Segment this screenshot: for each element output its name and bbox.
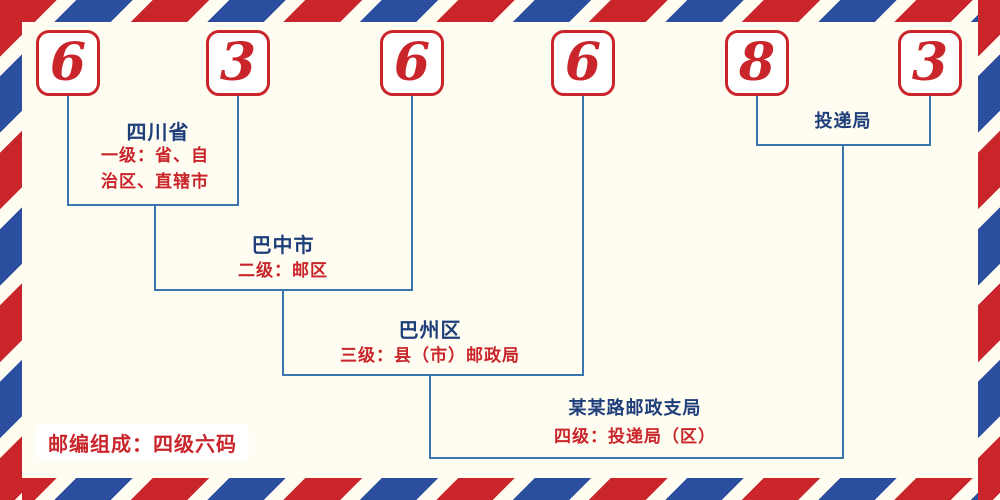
label-district-name: 巴州区 xyxy=(398,318,462,342)
airmail-border-bottom xyxy=(0,478,1000,500)
digit-box-1: 6 xyxy=(36,30,100,96)
connector-delivery-bottom xyxy=(756,144,931,146)
connector-delivery-right xyxy=(929,96,931,145)
label-level1-desc-line1: 一级：省、自 xyxy=(101,146,209,166)
label-city-name: 巴中市 xyxy=(251,233,315,257)
connector-level1-right xyxy=(237,96,239,205)
composition-note: 邮编组成：四级六码 xyxy=(36,424,249,461)
connector-level3-bottom xyxy=(282,374,584,376)
connector-level4-bottom xyxy=(429,457,844,459)
airmail-border-right xyxy=(978,0,1000,500)
label-level1-desc-line2: 治区、直辖市 xyxy=(101,172,209,192)
label-level2-desc: 二级：邮区 xyxy=(238,261,328,281)
digit-box-2: 3 xyxy=(206,30,270,96)
digit-box-5: 8 xyxy=(725,30,789,96)
label-branch-office-name: 某某路邮政支局 xyxy=(568,398,702,419)
connector-level4-right xyxy=(842,146,844,458)
connector-level2-right xyxy=(411,96,413,290)
digit-box-6: 3 xyxy=(898,30,962,96)
digit-box-4: 6 xyxy=(551,30,615,96)
label-province-name: 四川省 xyxy=(126,120,190,144)
airmail-border-left xyxy=(0,0,22,500)
connector-level1-bottom xyxy=(67,204,239,206)
connector-level3-drop xyxy=(282,291,284,375)
label-level1-desc: 一级：省、自 治区、直辖市 xyxy=(75,143,235,195)
connector-level2-bottom xyxy=(154,289,413,291)
connector-level4-drop xyxy=(429,376,431,458)
label-delivery-office: 投递局 xyxy=(814,111,872,132)
connector-delivery-left xyxy=(756,96,758,145)
label-level4-desc: 四级：投递局（区） xyxy=(554,427,716,447)
connector-level1-left xyxy=(67,96,69,205)
connector-level3-right xyxy=(582,96,584,375)
label-level3-desc: 三级：县（市）邮政局 xyxy=(340,346,520,366)
airmail-border-top xyxy=(0,0,1000,22)
connector-level2-drop xyxy=(154,206,156,290)
digit-box-3: 6 xyxy=(380,30,444,96)
